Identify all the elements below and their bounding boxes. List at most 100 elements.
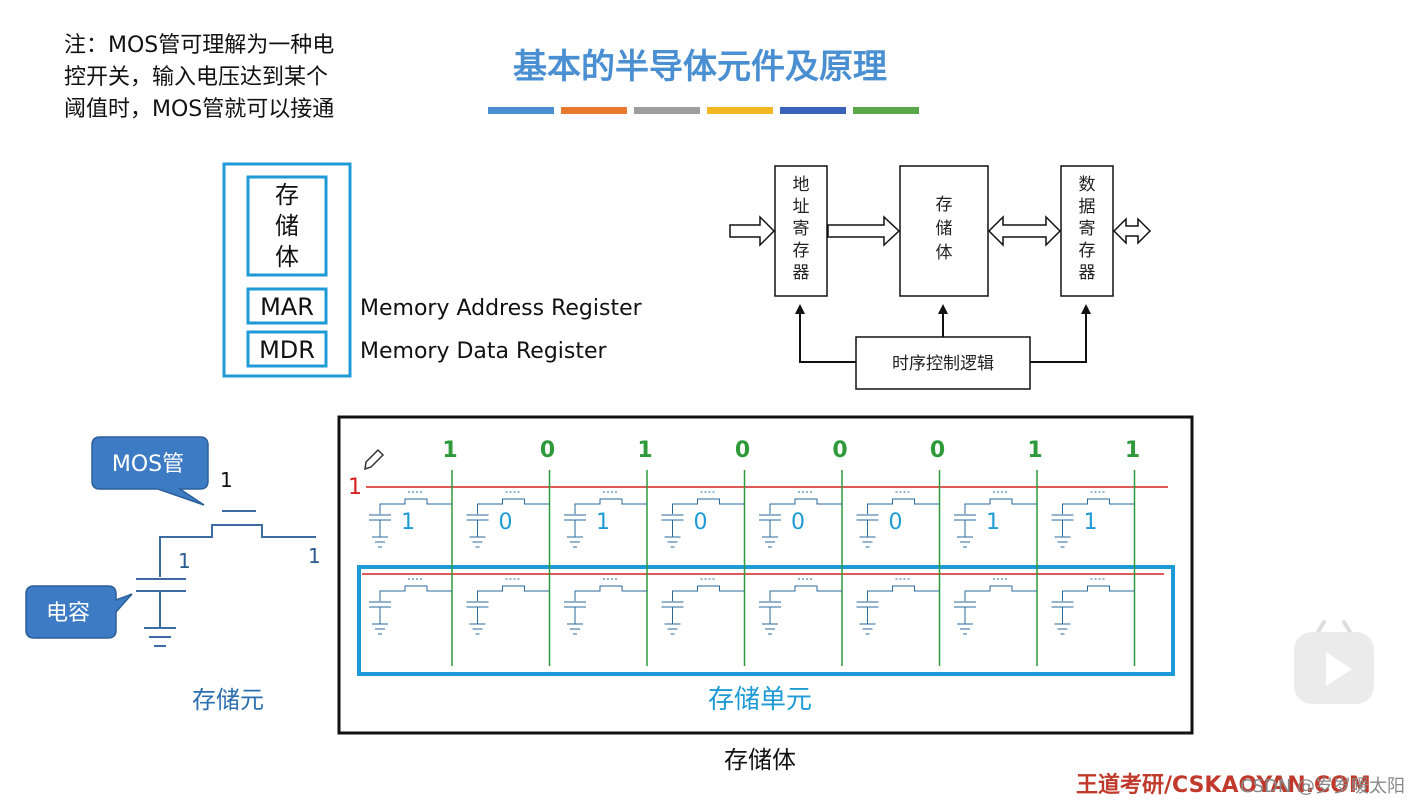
drain-value: 1: [308, 544, 321, 568]
array-cell-r1-c8: 1: [1051, 491, 1135, 548]
cell-bit-6: 0: [889, 510, 903, 535]
addr-char-1: 地: [793, 175, 810, 195]
array-cell-r2-c1: [369, 578, 452, 635]
brand-watermark: 王道考研/CSKAOYAN.COM: [1076, 772, 1371, 798]
data-char-1: 数: [1079, 175, 1096, 195]
storage-array: 1 1 1 0 0 1 1 0 0 0 0 0 0 1 1 1 1 存储单元: [337, 415, 1194, 735]
title-bar-5: [780, 107, 846, 114]
data-char-5: 器: [1079, 263, 1096, 283]
capacitor-value: 1: [178, 549, 191, 573]
control-to-addr-line: [795, 304, 856, 363]
array-cells: 1 1 0 0 1 1 0 0 0 0 0 0 1 1 1 1: [369, 438, 1140, 666]
mar-full-name: Memory Address Register: [360, 296, 643, 321]
mos-channel: [159, 524, 316, 577]
memory-block-border: [222, 162, 352, 378]
title-bar-2: [561, 107, 627, 114]
cell-bit-8: 1: [1084, 510, 1098, 535]
column-bit-4: 0: [735, 438, 750, 463]
array-cell-r2-c6: [856, 578, 940, 635]
storage-char-3: 体: [275, 243, 299, 271]
storage-box: [246, 175, 328, 277]
cell-bit-1: 1: [401, 510, 415, 535]
storage-char-2: 储: [275, 212, 299, 240]
storage-char-1: 存: [275, 181, 299, 209]
column-bit-6: 0: [930, 438, 945, 463]
title-bar-4: [707, 107, 773, 114]
cell-label: 存储元: [192, 686, 264, 714]
array-cell-r1-c6: 0: [856, 491, 940, 548]
addr-char-5: 器: [793, 263, 810, 283]
array-cell-r2-c4: [661, 578, 745, 635]
capacitor-symbol: [136, 578, 186, 647]
mar-label: MAR: [260, 293, 314, 321]
page-title: 基本的半导体元件及原理: [513, 47, 887, 87]
addr-char-3: 寄: [793, 219, 810, 239]
data-char-3: 寄: [1079, 219, 1096, 239]
memory-block: 存 储 体 MAR MDR Memory Address Register Me…: [222, 162, 643, 378]
array-cell-r1-c4: 0: [661, 491, 745, 548]
cell-bit-4: 0: [694, 510, 708, 535]
cell-bit-7: 1: [986, 510, 1000, 535]
note-block: 注：MOS管可理解为一种电 控开关，输入电压达到某个 阈值时，MOS管就可以接通: [64, 33, 334, 122]
array-cell-r1-c7: 1: [954, 491, 1037, 548]
addr-char-2: 址: [793, 197, 810, 217]
memory-cell: MOS管 1 1 1 电容 存储元: [25, 436, 321, 714]
array-cell-r1-c3: 1: [564, 491, 647, 548]
mar-box: [246, 287, 328, 325]
title-color-bars: [488, 107, 919, 114]
column-bit-5: 0: [832, 438, 847, 463]
storage-body-box: [899, 165, 989, 297]
storage-unit-label: 存储单元: [708, 685, 812, 715]
mdr-box: [246, 330, 328, 368]
array-cell-r2-c3: [564, 578, 647, 635]
array-cell-r1-c5: 0: [759, 491, 842, 548]
storage-data-double-arrow: [987, 215, 1062, 247]
note-line-3: 阈值时，MOS管就可以接通: [64, 97, 334, 122]
storage-body-label: 存储体: [724, 746, 796, 774]
data-char-2: 据: [1079, 197, 1096, 217]
play-button[interactable]: [1294, 620, 1374, 704]
addr-char-4: 存: [793, 241, 810, 261]
column-bit-8: 1: [1125, 438, 1140, 463]
array-border: [337, 415, 1194, 735]
storage-unit-highlight: [357, 565, 1175, 676]
csdn-watermark: CSDN @岁岁暖太阳: [1240, 776, 1405, 797]
timing-control-label: 时序控制逻辑: [892, 354, 994, 374]
pencil-icon: [364, 448, 385, 471]
column-bit-2: 0: [540, 438, 555, 463]
mdr-label: MDR: [259, 336, 315, 364]
column-bit-3: 1: [637, 438, 652, 463]
title-bar-1: [488, 107, 554, 114]
output-double-arrow: [1112, 217, 1152, 245]
title-bar-6: [853, 107, 919, 114]
storage-char-c: 体: [936, 243, 953, 263]
gate-value: 1: [220, 468, 233, 492]
column-bit-7: 1: [1027, 438, 1042, 463]
cell-bit-5: 0: [791, 510, 805, 535]
row-select-value: 1: [348, 475, 362, 500]
array-cell-r2-c2: [466, 578, 550, 635]
note-line-1: 注：MOS管可理解为一种电: [64, 33, 334, 58]
data-char-4: 存: [1079, 241, 1096, 261]
mos-callout-bubble: [91, 436, 209, 506]
note-line-2: 控开关，输入电压达到某个: [64, 65, 328, 90]
title-bar-3: [634, 107, 700, 114]
column-bit-1: 1: [442, 438, 457, 463]
control-to-data-line: [1030, 304, 1091, 363]
capacitor-callout-bubble: [25, 585, 133, 639]
storage-char-a: 存: [936, 195, 953, 215]
address-register-box: [774, 165, 828, 297]
cell-bit-2: 0: [499, 510, 513, 535]
array-cell-r1-c2: 0: [466, 491, 550, 548]
array-cell-r2-c8: [1051, 578, 1135, 635]
cell-bit-3: 1: [596, 510, 610, 535]
array-cell-r2-c5: [759, 578, 842, 635]
addr-to-storage-arrow: [827, 215, 901, 247]
storage-char-b: 储: [936, 219, 953, 239]
mdr-full-name: Memory Data Register: [360, 339, 608, 364]
input-arrow: [729, 215, 776, 247]
array-cell-r1-c1: 1: [369, 491, 452, 548]
mos-callout-label: MOS管: [112, 452, 184, 477]
play-icon: [1326, 652, 1352, 686]
